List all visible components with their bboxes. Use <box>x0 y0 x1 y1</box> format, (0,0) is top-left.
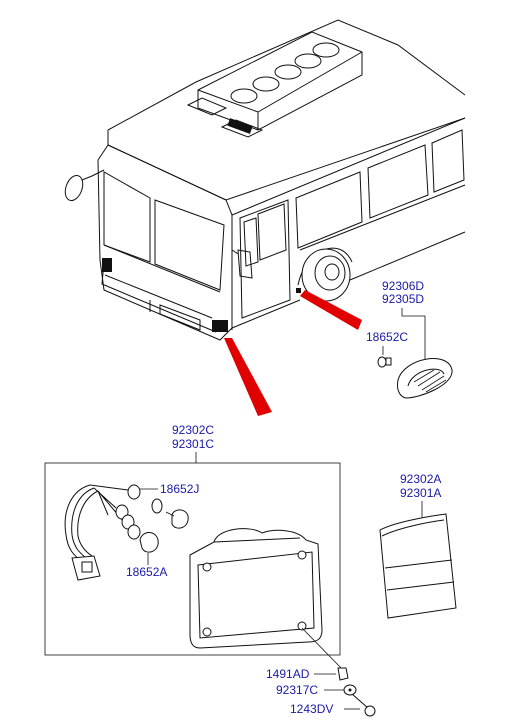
callout-18652C: 18652C <box>366 330 408 344</box>
mirror-right <box>231 249 253 279</box>
callout-18652J: 18652J <box>160 482 199 496</box>
bulb-lower <box>139 532 159 553</box>
pointer-front <box>224 338 272 416</box>
bus-front <box>97 144 233 341</box>
screw <box>337 667 349 681</box>
lens-group: 92302A 92301A <box>379 472 457 619</box>
washer <box>343 684 357 696</box>
callout-92302A: 92302A <box>400 472 441 486</box>
callout-92301A: 92301A <box>400 486 441 500</box>
side-marker-lamp <box>397 358 453 399</box>
callout-18652A: 18652A <box>126 565 167 579</box>
callout-92317C: 92317C <box>276 683 318 697</box>
bus-illustration <box>64 19 466 341</box>
bolt <box>351 693 376 717</box>
callout-92305D: 92305D <box>382 292 424 306</box>
side-lamp-bulb <box>377 356 392 368</box>
lamp-housing <box>189 528 323 649</box>
wiring-harness <box>64 484 141 581</box>
roof-vent <box>186 31 363 138</box>
callout-1491AD: 1491AD <box>266 667 310 681</box>
pointer-side <box>300 290 362 330</box>
assembly-frame <box>44 462 341 656</box>
callout-1243DV: 1243DV <box>290 702 333 716</box>
callout-92301C: 92301C <box>172 437 214 451</box>
callout-92306D: 92306D <box>382 279 424 293</box>
rear-lamp-group: 92302C 92301C 18652J 18652A <box>44 423 376 717</box>
mirror-left <box>64 169 105 202</box>
rear-lens <box>379 513 457 619</box>
bus-side <box>231 117 466 330</box>
callout-92302C: 92302C <box>172 423 214 437</box>
bulb-upper <box>151 498 189 529</box>
locator-pointers <box>224 290 362 416</box>
side-marker-lamp-group: 92306D 92305D 18652C <box>366 279 453 399</box>
